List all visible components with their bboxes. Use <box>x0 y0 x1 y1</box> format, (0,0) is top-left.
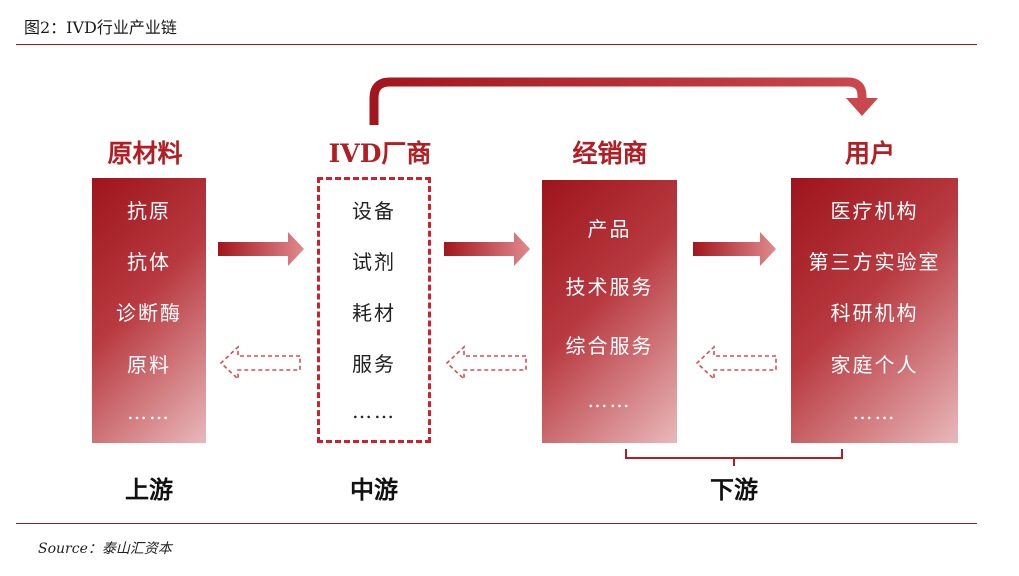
list-item: 科研机构 <box>830 301 919 326</box>
list-item: 技术服务 <box>565 275 654 300</box>
title-distributor: 经销商 <box>572 139 648 168</box>
stage-downstream: 下游 <box>710 475 758 504</box>
direct-supply-arrow <box>369 77 867 125</box>
backward-arrow-2 <box>445 345 527 381</box>
downstream-brace <box>625 449 843 466</box>
top-rule <box>16 44 977 45</box>
list-item: 产品 <box>587 216 632 241</box>
list-item: 家庭个人 <box>830 352 919 377</box>
backward-arrow-3 <box>695 345 777 381</box>
ivd-manufacturer-box: 设备 试剂 耗材 服务 …… <box>317 177 431 443</box>
list-item: 试剂 <box>352 250 396 274</box>
source-note: Source：泰山汇资本 <box>38 541 172 557</box>
forward-arrow-1 <box>218 232 304 266</box>
list-item: 抗体 <box>127 250 171 275</box>
list-item: …… <box>852 399 897 424</box>
list-item: 原料 <box>127 352 171 377</box>
title-raw-materials: 原材料 <box>107 139 183 168</box>
users-box: 医疗机构 第三方实验室 科研机构 家庭个人 …… <box>791 178 958 443</box>
direct-supply-arrowhead <box>846 98 878 116</box>
list-item: 抗原 <box>127 199 171 224</box>
title-ivd-manufacturer: IVD厂商 <box>328 139 432 168</box>
forward-arrow-3 <box>693 232 776 266</box>
list-item: 综合服务 <box>565 333 654 358</box>
backward-arrow-1 <box>219 345 301 381</box>
stage-upstream: 上游 <box>125 475 173 504</box>
figure-caption: 图2：IVD行业产业链 <box>24 18 177 37</box>
bottom-rule <box>16 523 977 524</box>
distributor-box: 产品 技术服务 综合服务 …… <box>542 180 677 443</box>
list-item: …… <box>127 399 171 424</box>
list-item: 服务 <box>352 352 396 376</box>
stage-midstream: 中游 <box>350 475 398 504</box>
title-users: 用户 <box>844 139 895 168</box>
list-item: 医疗机构 <box>830 199 919 224</box>
list-item: 第三方实验室 <box>808 250 941 275</box>
list-item: 诊断酶 <box>116 301 182 326</box>
list-item: 耗材 <box>352 301 396 325</box>
list-item: 设备 <box>352 199 396 223</box>
list-item: …… <box>587 388 632 413</box>
forward-arrow-2 <box>444 232 530 266</box>
list-item: …… <box>352 399 396 423</box>
raw-materials-box: 抗原 抗体 诊断酶 原料 …… <box>92 178 206 443</box>
